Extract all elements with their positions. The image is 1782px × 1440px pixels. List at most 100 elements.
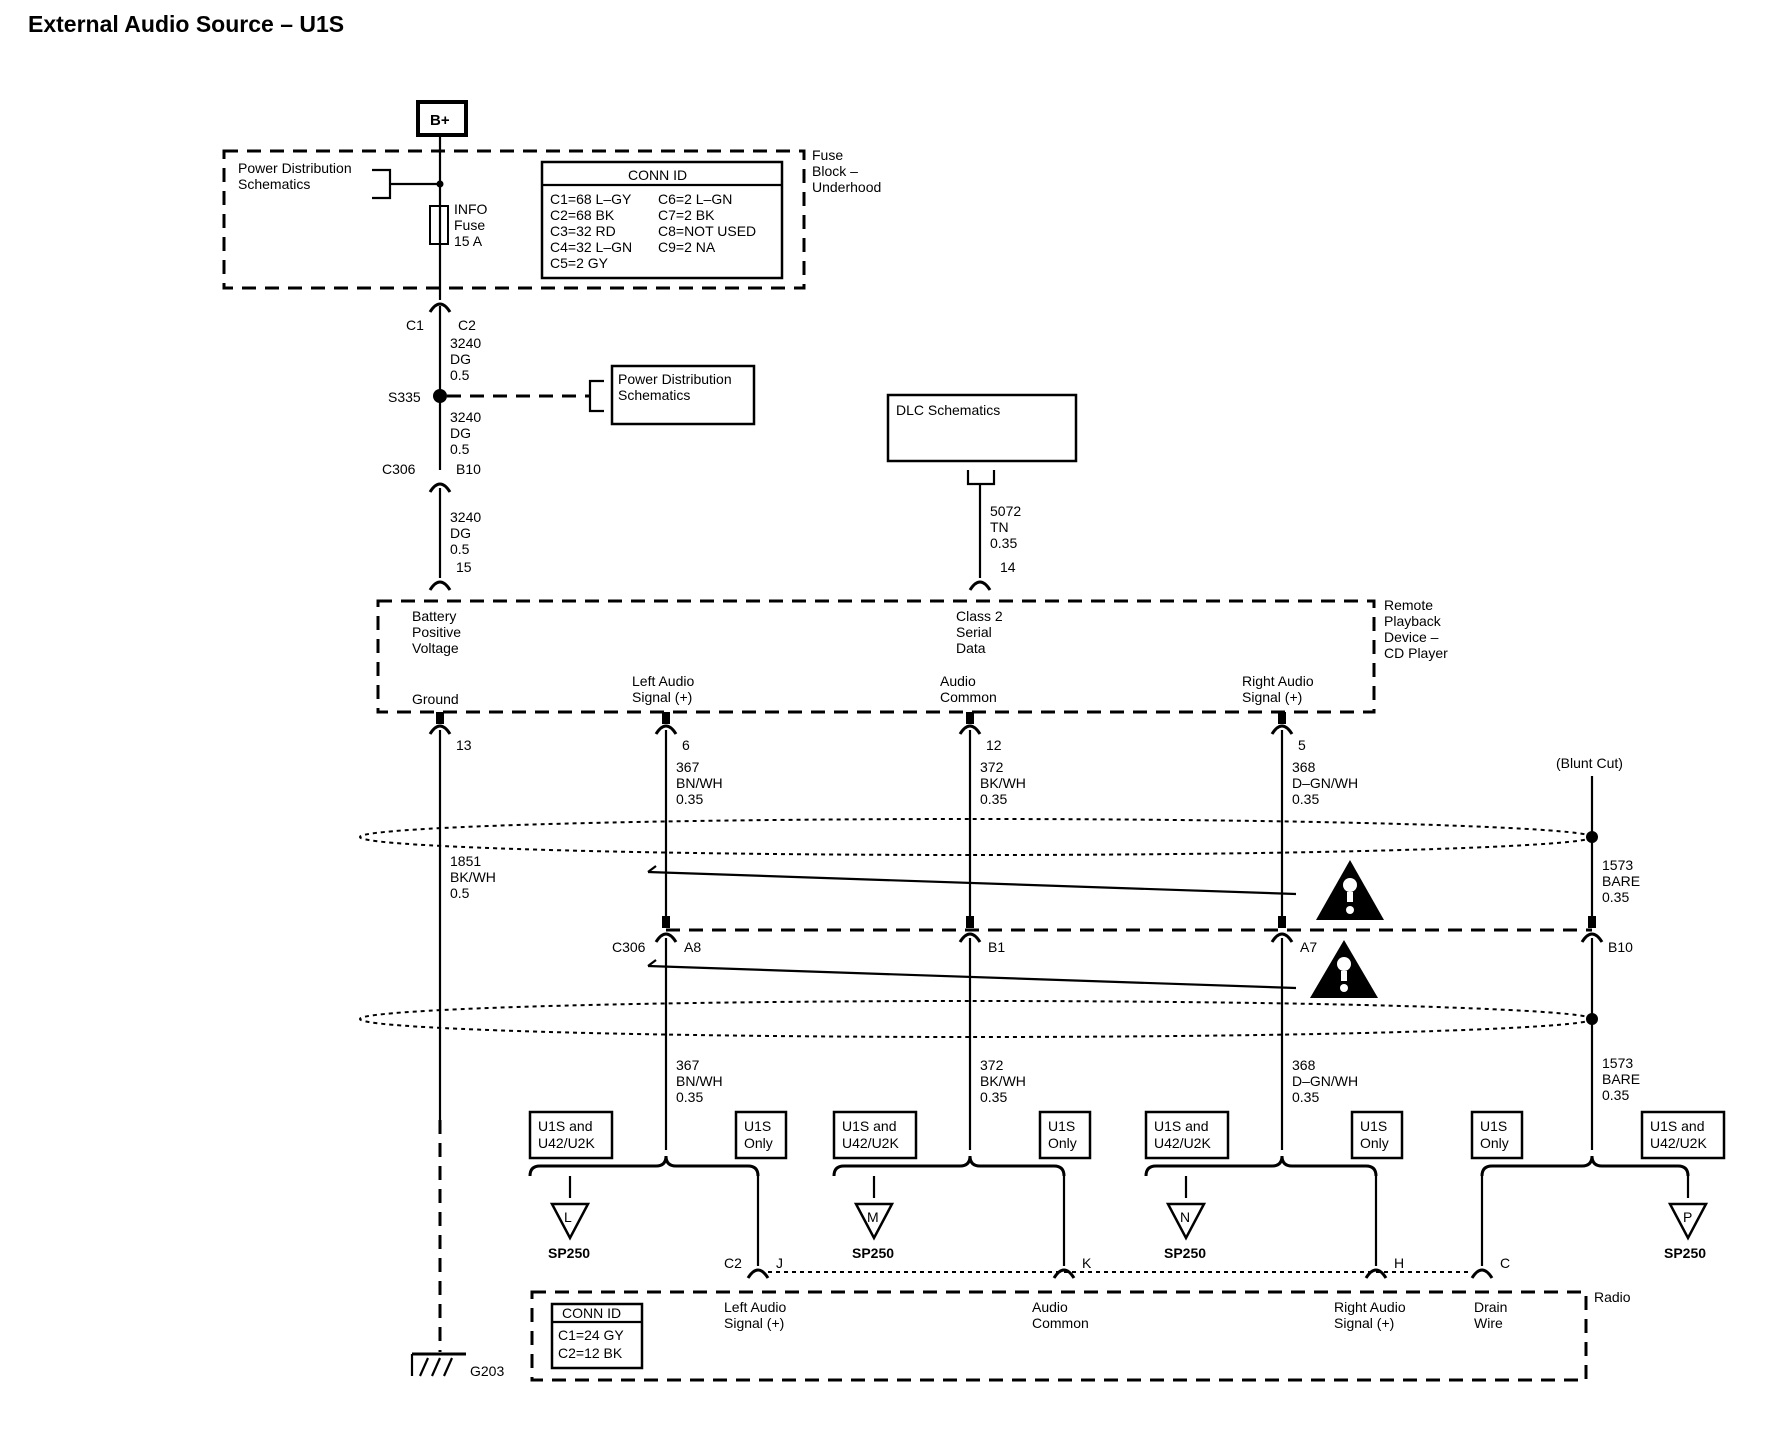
svg-text:C6=2 L–GN: C6=2 L–GN (658, 191, 732, 207)
svg-text:D–GN/WH: D–GN/WH (1292, 1073, 1358, 1089)
sp250-splice-n: N SP250 (1164, 1176, 1206, 1261)
option-box-common-u1s-only: U1S Only (1038, 1110, 1092, 1160)
svg-text:Power Distribution: Power Distribution (618, 371, 732, 387)
svg-text:S335: S335 (388, 389, 421, 405)
svg-text:C2=12 BK: C2=12 BK (558, 1345, 623, 1361)
svg-text:367: 367 (676, 1057, 700, 1073)
svg-text:Only: Only (744, 1135, 773, 1151)
svg-text:SP250: SP250 (1664, 1245, 1706, 1261)
svg-text:0.35: 0.35 (1292, 791, 1319, 807)
warning-icon-lower (1310, 940, 1378, 998)
svg-text:6: 6 (682, 737, 690, 753)
svg-text:Left Audio: Left Audio (724, 1299, 786, 1315)
svg-text:C3=32 RD: C3=32 RD (550, 223, 616, 239)
svg-text:H: H (1394, 1255, 1404, 1271)
svg-text:Only: Only (1048, 1135, 1077, 1151)
svg-text:Left Audio: Left Audio (632, 673, 694, 689)
svg-text:BK/WH: BK/WH (450, 869, 496, 885)
svg-text:Schematics: Schematics (618, 387, 690, 403)
page-title: External Audio Source – U1S (28, 11, 344, 37)
svg-text:BN/WH: BN/WH (676, 1073, 723, 1089)
svg-text:U42/U2K: U42/U2K (1650, 1135, 1707, 1151)
power-distribution-box: Power Distribution Schematics (610, 364, 756, 426)
svg-text:U1S and: U1S and (538, 1118, 592, 1134)
svg-text:Right Audio: Right Audio (1242, 673, 1314, 689)
svg-text:3240: 3240 (450, 409, 481, 425)
svg-text:SP250: SP250 (852, 1245, 894, 1261)
svg-text:SP250: SP250 (1164, 1245, 1206, 1261)
svg-text:Audio: Audio (1032, 1299, 1068, 1315)
svg-text:Common: Common (1032, 1315, 1089, 1331)
svg-text:A7: A7 (1300, 939, 1317, 955)
svg-text:C8=NOT USED: C8=NOT USED (658, 223, 756, 239)
c306-pins (654, 916, 1604, 943)
radio-conn-id-table: CONN ID C1=24 GY C2=12 BK (550, 1302, 644, 1370)
svg-text:Radio: Radio (1594, 1289, 1631, 1305)
svg-text:14: 14 (1000, 559, 1016, 575)
option-box-right-u1s-u42: U1S and U42/U2K (1144, 1110, 1230, 1160)
svg-text:U1S: U1S (1480, 1118, 1507, 1134)
svg-text:Audio: Audio (940, 673, 976, 689)
svg-text:0.35: 0.35 (990, 535, 1017, 551)
svg-text:C7=2 BK: C7=2 BK (658, 207, 715, 223)
remote-playback-device-boundary (376, 599, 1376, 714)
radio-connector-pins (746, 1268, 1494, 1279)
option-box-common-u1s-u42: U1S and U42/U2K (832, 1110, 918, 1160)
svg-text:A8: A8 (684, 939, 701, 955)
svg-text:Right Audio: Right Audio (1334, 1299, 1406, 1315)
power-distribution-ref-2: Schematics (238, 176, 310, 192)
svg-text:0.35: 0.35 (676, 1089, 703, 1105)
svg-text:L: L (564, 1209, 572, 1225)
svg-text:Signal (+): Signal (+) (1242, 689, 1302, 705)
fuse-label-3: 15 A (454, 233, 483, 249)
warning-icon-upper (1316, 860, 1384, 920)
svg-text:Signal (+): Signal (+) (1334, 1315, 1394, 1331)
svg-text:1573: 1573 (1602, 857, 1633, 873)
fuse-block-boundary (222, 149, 806, 290)
svg-text:C4=32 L–GN: C4=32 L–GN (550, 239, 632, 255)
svg-text:(Blunt Cut): (Blunt Cut) (1556, 755, 1623, 771)
svg-text:G203: G203 (470, 1363, 504, 1379)
svg-text:BARE: BARE (1602, 1071, 1640, 1087)
svg-text:B10: B10 (456, 461, 481, 477)
svg-text:0.35: 0.35 (1602, 889, 1629, 905)
option-box-drain-u1s-only: U1S Only (1470, 1110, 1524, 1160)
svg-text:Common: Common (940, 689, 997, 705)
svg-text:U1S and: U1S and (1650, 1118, 1704, 1134)
svg-text:Voltage: Voltage (412, 640, 459, 656)
svg-text:CONN ID: CONN ID (562, 1305, 621, 1321)
svg-text:U1S and: U1S and (1154, 1118, 1208, 1134)
fuse-label-1: INFO (454, 201, 488, 217)
svg-text:C306: C306 (612, 939, 646, 955)
svg-text:372: 372 (980, 759, 1004, 775)
svg-text:Signal (+): Signal (+) (632, 689, 692, 705)
connector-c1-c2 (428, 302, 452, 313)
sp250-splice-l: L SP250 (548, 1176, 590, 1261)
svg-text:Data: Data (956, 640, 986, 656)
svg-text:CD Player: CD Player (1384, 645, 1448, 661)
sp250-splice-p: P SP250 (1664, 1176, 1709, 1261)
svg-text:Positive: Positive (412, 624, 461, 640)
svg-text:U1S: U1S (1048, 1118, 1075, 1134)
sp250-splice-m: M SP250 (852, 1176, 894, 1261)
svg-text:5072: 5072 (990, 503, 1021, 519)
connector-c306-b10-upper (428, 482, 452, 493)
battery-terminal: B+ (416, 100, 468, 137)
svg-text:0.35: 0.35 (980, 1089, 1007, 1105)
svg-text:BK/WH: BK/WH (980, 775, 1026, 791)
svg-text:Drain: Drain (1474, 1299, 1507, 1315)
svg-text:13: 13 (456, 737, 472, 753)
svg-text:Only: Only (1360, 1135, 1389, 1151)
svg-text:0.35: 0.35 (676, 791, 703, 807)
option-box-drain-u1s-u42: U1S and U42/U2K (1640, 1110, 1726, 1160)
svg-text:Serial: Serial (956, 624, 992, 640)
svg-text:B10: B10 (1608, 939, 1633, 955)
svg-text:Playback: Playback (1384, 613, 1442, 629)
svg-text:Device –: Device – (1384, 629, 1439, 645)
svg-text:BN/WH: BN/WH (676, 775, 723, 791)
svg-text:M: M (867, 1209, 879, 1225)
svg-text:C: C (1500, 1255, 1510, 1271)
svg-text:B1: B1 (988, 939, 1005, 955)
svg-text:3240: 3240 (450, 335, 481, 351)
